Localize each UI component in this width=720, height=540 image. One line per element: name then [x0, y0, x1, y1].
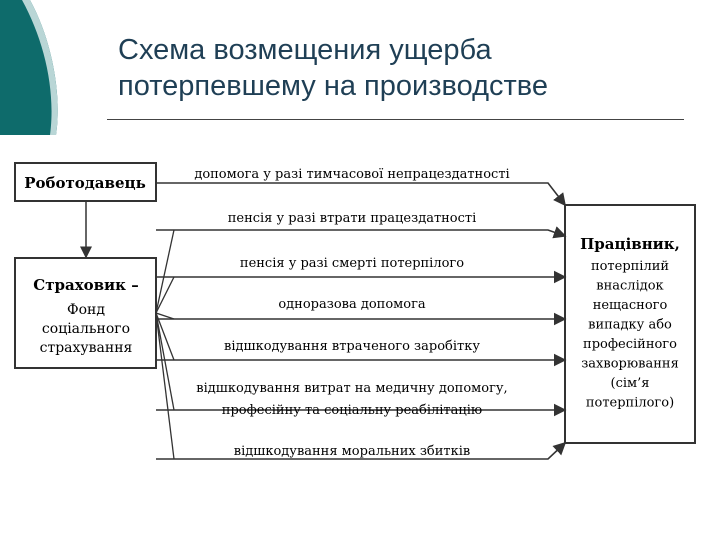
slide-title: Схема возмещения ущерба потерпевшему на … [118, 34, 549, 102]
flow-arrow [156, 441, 567, 460]
flow-branch [155, 312, 175, 320]
insurer-line: страхування [40, 340, 133, 356]
worker-line: потерпілого) [586, 396, 674, 411]
worker-title: Працівник, [580, 235, 680, 253]
flow-item: пенсія у разі смерті потерпілого [155, 256, 567, 314]
employer-label: Роботодавець [24, 174, 146, 192]
worker-line: потерпілий [591, 259, 669, 274]
compensation-flows: допомога у разі тимчасової непрацездатно… [155, 167, 567, 460]
teal-corner-highlight [22, 0, 58, 135]
insurer-box: Страховик – Фонд соціального страхування [14, 257, 157, 369]
flow-label: відшкодування втраченого заробітку [224, 339, 480, 354]
flow-branch [155, 312, 175, 411]
flow-item: допомога у разі тимчасової непрацездатно… [156, 167, 566, 207]
insurer-subtitle: Фонд соціального страхування [40, 302, 133, 356]
worker-line: професійного [583, 337, 677, 352]
worker-line: (сім’я [611, 376, 650, 391]
insurer-line: соціального [42, 321, 130, 337]
flow-arrow [156, 226, 567, 239]
flow-item: одноразова допомога [155, 297, 567, 326]
flow-label: допомога у разі тимчасової непрацездатно… [194, 167, 509, 182]
employer-box: Роботодавець [14, 162, 157, 202]
flow-item: відшкодування моральних збитків [155, 312, 567, 460]
insurer-line: Фонд [67, 302, 105, 318]
flow-label: одноразова допомога [278, 297, 426, 312]
flow-branch [155, 229, 175, 314]
flow-branch [155, 276, 175, 314]
flow-item: відшкодування витрат на медичну допомогу… [155, 312, 567, 418]
flow-label: професійну та соціальну реабілітацію [222, 403, 482, 418]
worker-line: нещасного [593, 298, 668, 313]
worker-description: потерпілий внаслідок нещасного випадку або п… [581, 259, 679, 411]
flow-branch [155, 312, 175, 361]
flow-label: відшкодування витрат на медичну допомогу… [196, 381, 507, 396]
flow-label: відшкодування моральних збитків [234, 444, 470, 459]
insurer-title: Страховик – [33, 276, 139, 294]
worker-line: внаслідок [596, 279, 663, 294]
worker-line: випадку або [588, 318, 672, 333]
flow-arrow [156, 182, 566, 207]
worker-line: захворювання [581, 357, 679, 372]
flow-label: пенсія у разі втрати працездатності [228, 211, 477, 226]
flow-item: відшкодування втраченого заробітку [155, 312, 567, 367]
flow-branch [155, 312, 175, 460]
flow-item: пенсія у разі втрати працездатності [155, 211, 567, 314]
worker-box: Працівник, потерпілий внаслідок нещасного в… [564, 204, 696, 444]
flow-label: пенсія у разі смерті потерпілого [240, 256, 464, 271]
title-underline [107, 119, 684, 120]
